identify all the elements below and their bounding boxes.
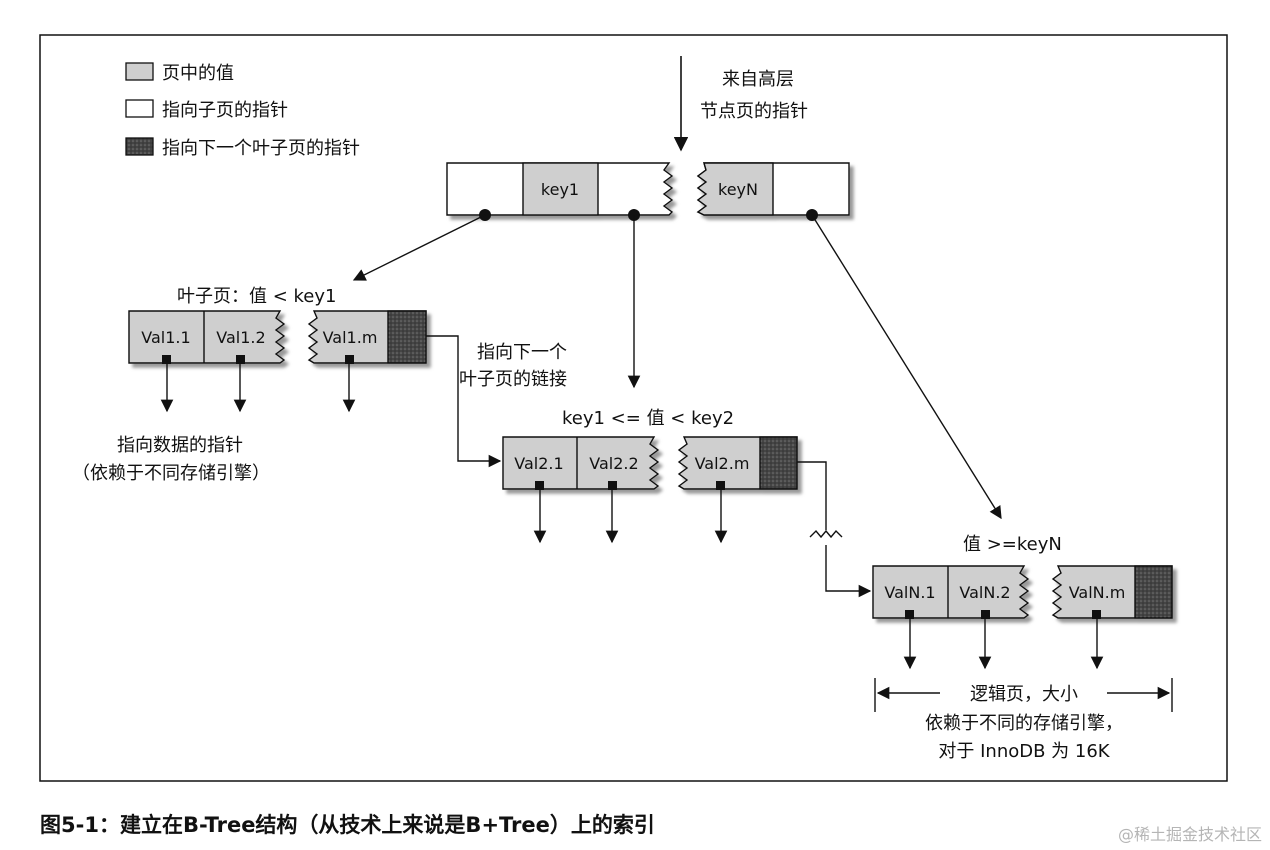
root-node	[446, 162, 850, 216]
leaf-link-annotation-line2: 叶子页的链接	[459, 369, 567, 390]
leaf2-cell-2: Val2.2	[589, 454, 638, 473]
page-size-annotation-line2: 依赖于不同的存储引擎，	[925, 713, 1123, 734]
leaf1-page	[128, 310, 427, 364]
leaf2-cell-1: Val2.1	[514, 454, 563, 473]
leaf2-to-leafN-link-upper	[797, 461, 827, 530]
higher-level-annotation-line1: 来自高层	[722, 69, 794, 90]
higher-level-annotation-line2: 节点页的指针	[700, 101, 808, 122]
page-size-annotation-line3: 对于 InnoDB 为 16K	[938, 741, 1110, 762]
root-key1-label: key1	[541, 180, 579, 199]
legend-value-swatch	[125, 62, 154, 81]
leafN-data-pointer-2	[981, 610, 990, 619]
root-keyN-label: keyN	[718, 180, 758, 199]
leaf1-data-pointer-2	[236, 355, 245, 364]
root-to-leafN-arrow	[811, 214, 1002, 520]
leafN-cell-2: ValN.2	[959, 583, 1010, 602]
leaf1-to-leaf2-link	[426, 335, 502, 468]
leaf2-data-pointer-2	[608, 481, 617, 490]
legend-next-leaf-label: 指向下一个叶子页的指针	[162, 138, 360, 159]
data-pointer-annotation-line2: （依赖于不同存储引擎）	[72, 463, 270, 484]
leafN-data-pointer-m	[1092, 610, 1101, 619]
leaf2-page	[502, 436, 798, 490]
leafN-title: 值 >=keyN	[963, 534, 1062, 555]
leaf1-cell-2: Val1.2	[216, 328, 265, 347]
legend-value-label: 页中的值	[162, 63, 234, 84]
leaf1-cell-m: Val1.m	[323, 328, 378, 347]
page-size-annotation-line1: 逻辑页，大小	[970, 684, 1078, 705]
figure-frame	[39, 34, 1228, 782]
leaf2-to-leafN-link-lower	[825, 545, 872, 598]
watermark: @稀土掘金技术社区	[1118, 825, 1262, 844]
legend-next-leaf-swatch	[125, 137, 154, 156]
leafN-cell-m: ValN.m	[1069, 583, 1126, 602]
leaf-link-annotation-line1: 指向下一个	[477, 342, 567, 363]
leaf1-cell-1: Val1.1	[141, 328, 190, 347]
data-pointer-annotation-line1: 指向数据的指针	[117, 435, 243, 456]
figure-caption: 图5-1：建立在B-Tree结构（从技术上来说是B+Tree）上的索引	[40, 813, 655, 837]
leafN-data-pointer-1	[905, 610, 914, 619]
legend: 页中的值 指向子页的指针 指向下一个叶子页的指针	[125, 62, 360, 159]
leafN-page	[872, 565, 1173, 619]
legend-child-pointer-swatch	[125, 99, 154, 118]
legend-child-pointer-label: 指向子页的指针	[162, 100, 288, 121]
leafN-cell-1: ValN.1	[884, 583, 935, 602]
link-break-zigzag	[809, 529, 843, 539]
leaf2-title: key1 <= 值 < key2	[562, 408, 734, 429]
leaf1-title: 叶子页：值 < key1	[177, 286, 337, 307]
leaf2-cell-m: Val2.m	[695, 454, 750, 473]
leaf2-data-pointer-1	[535, 481, 544, 490]
root-to-leaf1-arrow	[352, 214, 486, 281]
leaf1-data-pointer-1	[162, 355, 171, 364]
leaf2-data-pointer-m	[716, 481, 725, 490]
leaf1-data-pointer-m	[345, 355, 354, 364]
